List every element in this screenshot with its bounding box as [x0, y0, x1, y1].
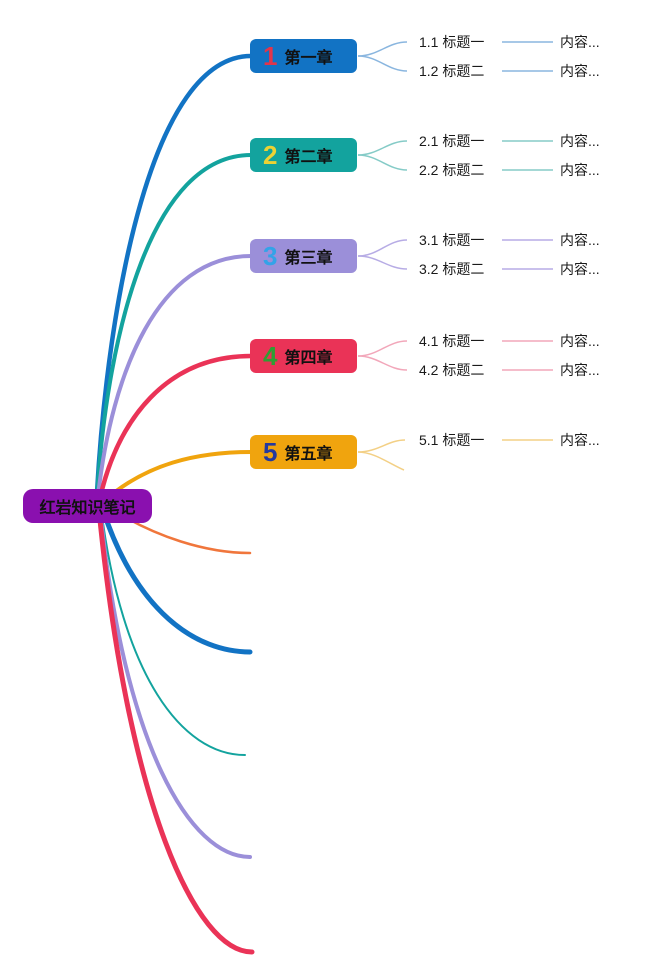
content-label-3-1[interactable]: 内容... — [560, 232, 600, 248]
chapter-label-1: 第一章 — [284, 50, 333, 67]
fork-curve-4-2 — [357, 355, 408, 371]
fork-curve-3-2 — [357, 255, 408, 270]
chapter-number-3: 3 — [263, 241, 278, 271]
fork-curve-2-2 — [357, 154, 408, 171]
content-label-4-1[interactable]: 内容... — [560, 333, 600, 349]
subtopic-label-4-1[interactable]: 4.1 标题一 — [419, 333, 485, 349]
branch-curve-chapter4 — [97, 353, 254, 501]
chapter-node-5[interactable]: 5 第五章 — [250, 435, 357, 469]
fork-curve-5-1 — [357, 439, 406, 453]
fork-curve-1-2 — [357, 55, 408, 72]
fork-curve-1-1 — [357, 41, 408, 57]
branch-curve-chapter1 — [94, 53, 254, 495]
chapter-label-4: 第四章 — [284, 350, 333, 367]
subtopic-label-3-2[interactable]: 3.2 标题二 — [419, 261, 485, 277]
chapter-label-5: 第五章 — [284, 446, 333, 463]
chapter-number-4: 4 — [263, 341, 278, 371]
content-label-1-1[interactable]: 内容... — [560, 34, 600, 50]
central-topic-node[interactable]: 红岩知识笔记 — [23, 489, 152, 523]
subtopic-label-1-2[interactable]: 1.2 标题二 — [419, 63, 485, 79]
collapsed-branch-curve-4 — [98, 507, 252, 859]
subtopic-label-2-2[interactable]: 2.2 标题二 — [419, 162, 485, 178]
content-label-2-1[interactable]: 内容... — [560, 133, 600, 149]
fork-curve-4-1 — [357, 340, 408, 357]
chapter-node-3[interactable]: 3 第三章 — [250, 239, 357, 273]
chapter-node-2[interactable]: 2 第二章 — [250, 138, 357, 172]
subtopic-label-3-1[interactable]: 3.1 标题一 — [419, 232, 485, 248]
chapter-label-3: 第三章 — [284, 250, 333, 267]
collapsed-branch-curve-5 — [96, 507, 255, 955]
fork-curve-5-2 — [357, 451, 405, 471]
chapter-number-1: 1 — [263, 41, 278, 71]
chapter-number-2: 2 — [263, 140, 278, 170]
subtopic-label-4-2[interactable]: 4.2 标题二 — [419, 362, 485, 378]
content-label-2-2[interactable]: 内容... — [560, 162, 600, 178]
chapter-label-2: 第二章 — [284, 149, 333, 166]
fork-curve-2-1 — [357, 140, 408, 156]
collapsed-branch-curve-2 — [99, 504, 253, 655]
branch-curve-chapter3 — [96, 254, 253, 498]
fork-curve-3-1 — [357, 239, 408, 257]
content-label-5-1[interactable]: 内容... — [560, 432, 600, 448]
chapter-node-4[interactable]: 4 第四章 — [250, 339, 357, 373]
collapsed-branch-curve-3 — [100, 507, 246, 756]
chapter-node-1[interactable]: 1 第一章 — [250, 39, 357, 73]
content-label-3-2[interactable]: 内容... — [560, 261, 600, 277]
subtopic-label-2-1[interactable]: 2.1 标题一 — [419, 133, 485, 149]
chapter-number-5: 5 — [263, 437, 278, 467]
subtopic-label-1-1[interactable]: 1.1 标题一 — [419, 34, 485, 50]
content-label-4-2[interactable]: 内容... — [560, 362, 600, 378]
content-label-1-2[interactable]: 内容... — [560, 63, 600, 79]
branch-curve-chapter2 — [95, 153, 253, 496]
subtopic-label-5-1[interactable]: 5.1 标题一 — [419, 432, 485, 448]
